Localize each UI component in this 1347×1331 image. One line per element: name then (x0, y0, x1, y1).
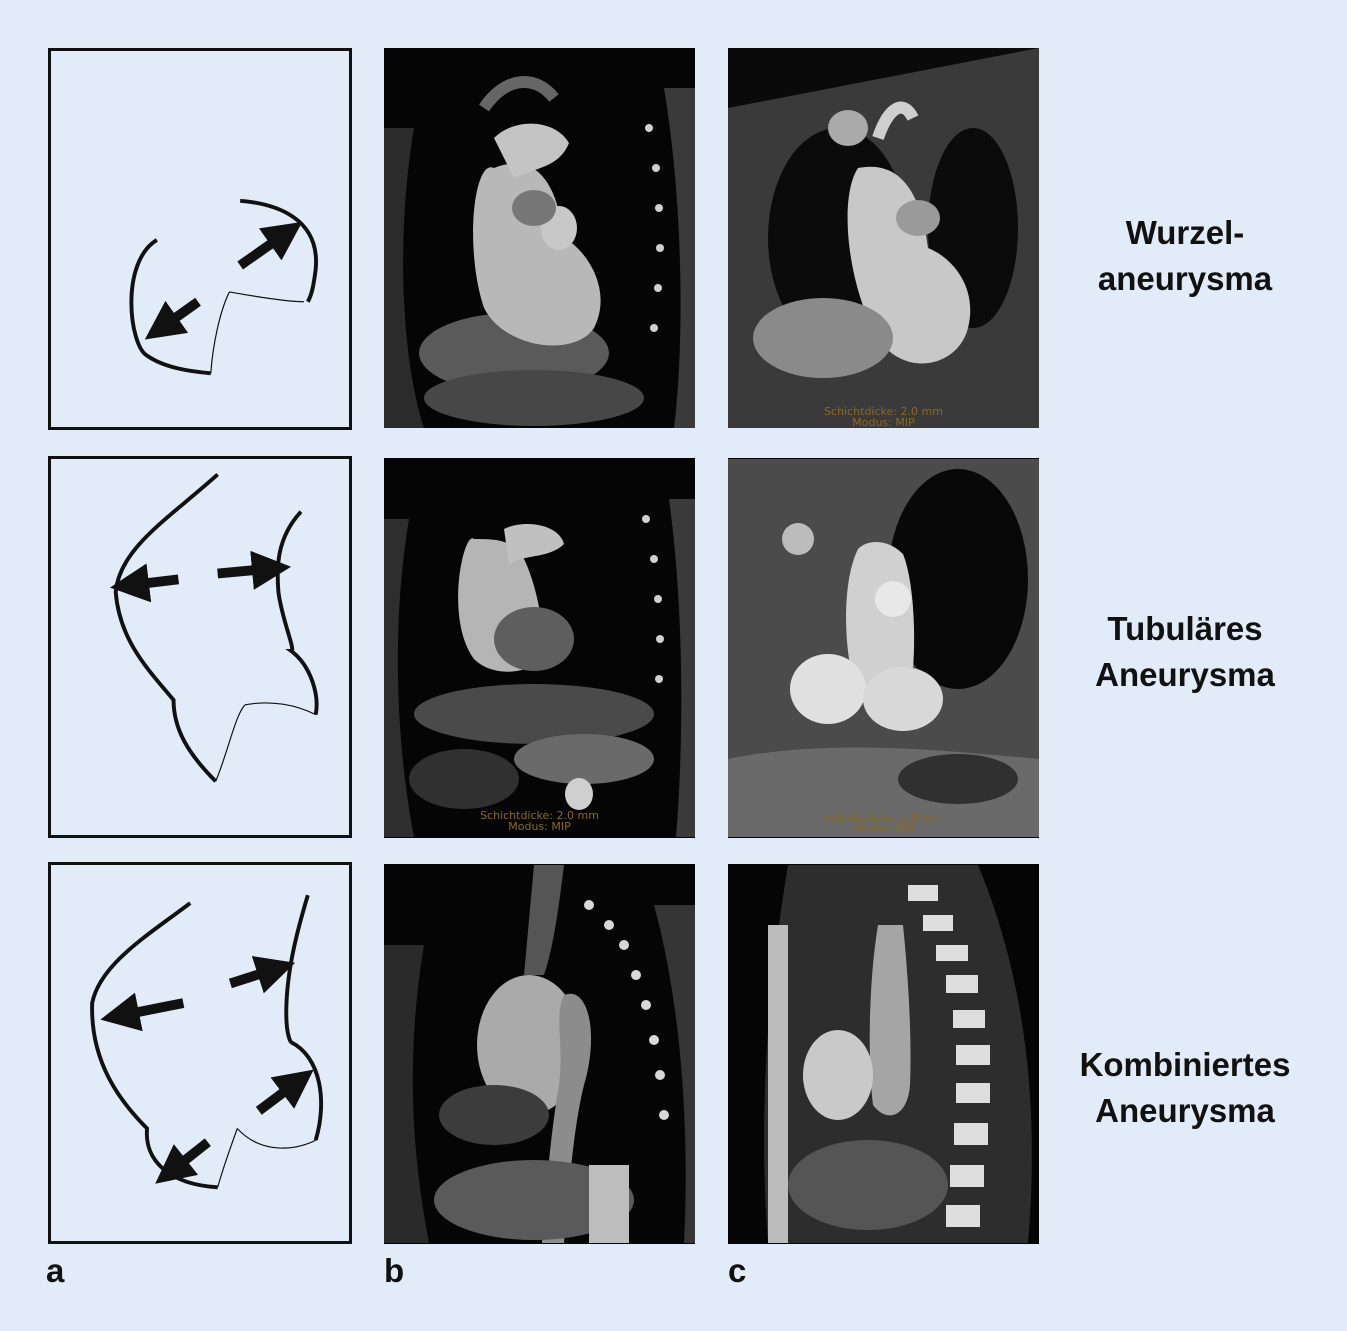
row-label-line: Wurzel- (1125, 214, 1245, 251)
ct-root-c-drawing (728, 48, 1039, 428)
ct-caption-line: Schichtdicke: 2.0 mm (824, 405, 943, 418)
ct-root-b-drawing (384, 76, 695, 428)
ct-combined-c-drawing (764, 865, 1032, 1243)
ct-caption-line: Schichtdicke: 2.0 mm (824, 811, 943, 824)
ct-image-combined-b (384, 864, 695, 1244)
schematic-root-drawing (129, 198, 318, 376)
ct-caption: Schichtdicke: 2.0 mm Modus: MIP (728, 406, 1039, 428)
row-label-line: aneurysma (1097, 260, 1273, 297)
ct-tubular-c-drawing (728, 459, 1039, 837)
ct-tubular-b-drawing (384, 499, 695, 837)
row-label-root-aneurysm: Wurzel- aneurysma (1060, 210, 1310, 302)
row-label-line: Tubuläres (1107, 610, 1263, 647)
panel-letter-a: a (46, 1252, 65, 1289)
ct-caption: Schichtdicke: 2.0 mm Modus: MIP (384, 810, 695, 832)
schematic-combined-drawing (90, 894, 324, 1190)
schematic-tubular-aneurysm (48, 456, 352, 838)
ct-caption-line: Modus: MIP (852, 822, 915, 835)
schematic-root-aneurysm (48, 48, 352, 430)
schematic-tubular-drawing (109, 473, 319, 783)
ct-caption-line: Modus: MIP (508, 820, 571, 833)
ct-image-combined-c (728, 864, 1039, 1244)
ct-caption-line: Modus: MIP (852, 416, 915, 428)
row-label-line: Aneurysma (1095, 1092, 1275, 1129)
ct-caption-line: Schichtdicke: 2.0 mm (480, 809, 599, 822)
row-label-line: Kombiniertes (1079, 1046, 1291, 1083)
ct-image-root-b (384, 48, 695, 428)
row-label-line: Aneurysma (1095, 656, 1275, 693)
row-label-combined-aneurysm: Kombiniertes Aneurysma (1060, 1042, 1310, 1134)
panel-letter-b: b (384, 1252, 405, 1289)
schematic-combined-aneurysm (48, 862, 352, 1244)
panel-letter-c: c (728, 1252, 747, 1289)
ct-caption: Schichtdicke: 2.0 mm Modus: MIP (728, 812, 1039, 834)
ct-image-root-c: Schichtdicke: 2.0 mm Modus: MIP (728, 48, 1039, 428)
row-label-tubular-aneurysm: Tubuläres Aneurysma (1060, 606, 1310, 698)
ct-image-tubular-c: Schichtdicke: 2.0 mm Modus: MIP (728, 458, 1039, 838)
ct-image-tubular-b: Schichtdicke: 2.0 mm Modus: MIP (384, 458, 695, 838)
ct-combined-b-drawing (384, 865, 695, 1243)
